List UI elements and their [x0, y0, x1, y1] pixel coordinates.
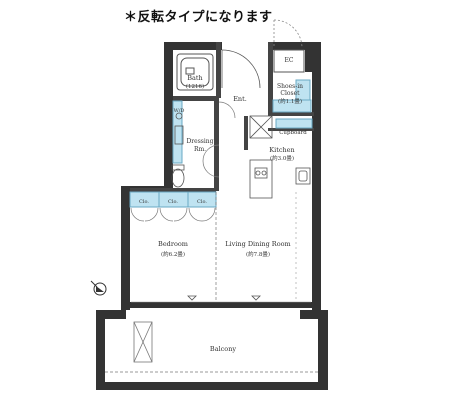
closet-3-label: Clo. [197, 199, 207, 205]
interior-walls [130, 42, 314, 192]
bedroom-size: (約6.2畳) [161, 250, 185, 258]
entrance-label: Ent. [233, 95, 247, 103]
living-size: (約7.8畳) [246, 250, 270, 258]
shoes-closet-shelf-bottom [272, 99, 312, 113]
north-arrow-icon [90, 280, 107, 296]
wash-basin [174, 112, 184, 145]
bathtub [176, 53, 214, 91]
shoes-closet-size: (約1.1畳) [278, 97, 302, 105]
window-markers [131, 295, 311, 303]
closet-doors [130, 207, 216, 222]
shoes-closet-label-1: Shoes-in [277, 83, 303, 90]
ec-door-swing [273, 19, 303, 49]
closet-2-label: Clo. [168, 199, 178, 205]
wash-label: W/D [174, 108, 185, 114]
dressing-storage [172, 100, 183, 164]
balcony-label: Balcony [210, 345, 236, 353]
kitchen-label: Kitchen [269, 146, 294, 154]
cupboard-label: Cupboard [279, 130, 307, 136]
bath-label: Bath [187, 74, 202, 82]
living-label: Living Dining Room [225, 240, 290, 248]
dressing-label-2: Rm. [194, 146, 206, 153]
dressing-label-1: Dressing [186, 138, 213, 145]
balcony-details [105, 321, 318, 373]
kitchen-counter [249, 115, 311, 199]
dressing-door-swing [202, 144, 220, 178]
bath-door-swing [218, 101, 236, 119]
closet-1-label: Clo. [139, 199, 149, 205]
shoes-closet-label-2: Closet [280, 90, 300, 97]
reversed-type-notice: ＊反転タイプになります [124, 10, 273, 25]
ec-shaft [273, 49, 305, 73]
room-labels: Bath (1216) Ent. EC Shoes-in Closet (約1.… [139, 57, 307, 353]
entrance-door [221, 49, 261, 89]
bedroom-label: Bedroom [158, 240, 188, 248]
kitchen-size: (約3.0畳) [270, 154, 294, 162]
storage-areas [129, 79, 313, 208]
toilet [171, 164, 185, 188]
cupboard-shelf [275, 118, 313, 129]
bath-size: (1216) [186, 83, 204, 90]
ec-label: EC [285, 57, 294, 64]
